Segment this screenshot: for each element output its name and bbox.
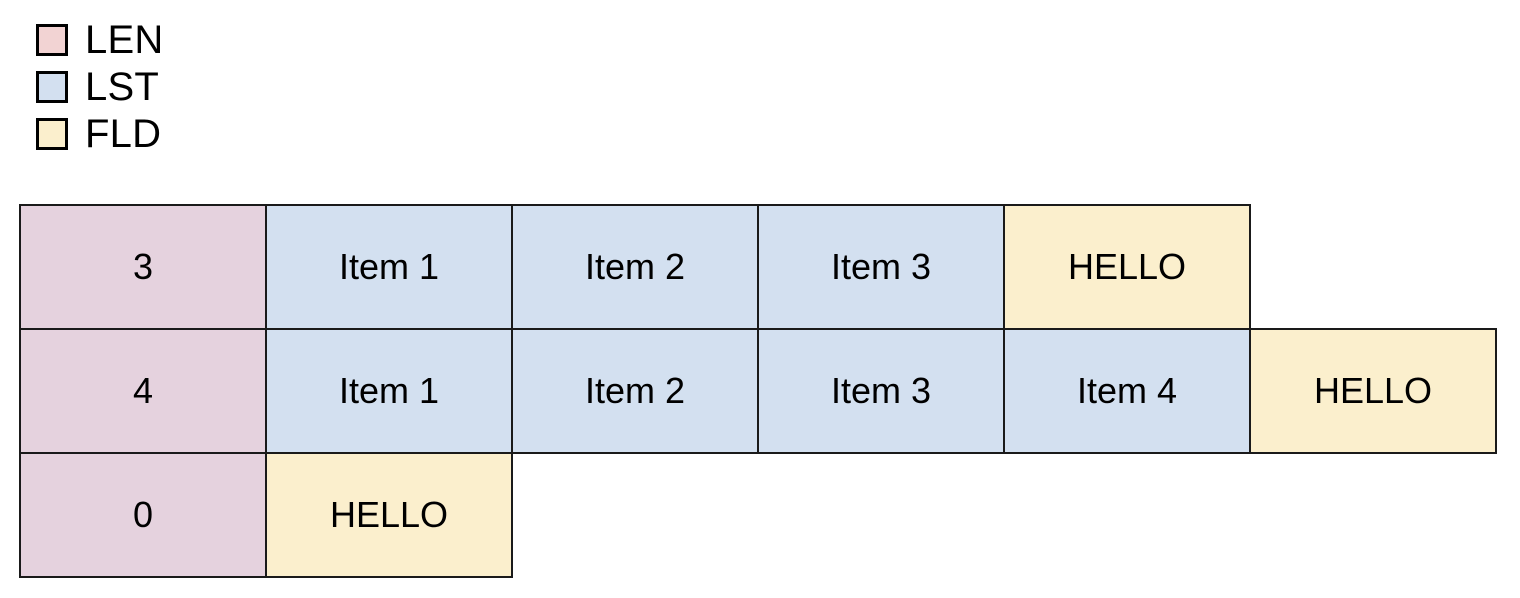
legend-item-lst: LST xyxy=(36,67,163,107)
legend: LEN LST FLD xyxy=(36,20,163,154)
legend-label-len: LEN xyxy=(85,18,164,62)
legend-swatch-lst xyxy=(36,71,68,103)
list-item-cell: Item 3 xyxy=(757,204,1005,330)
list-item-cell: Item 2 xyxy=(511,204,759,330)
list-item-cell: Item 4 xyxy=(1003,328,1251,454)
list-item-cell: Item 2 xyxy=(511,328,759,454)
field-cell: HELLO xyxy=(1003,204,1251,330)
len-cell: 4 xyxy=(19,328,267,454)
list-item-cell: Item 1 xyxy=(265,328,513,454)
field-cell: HELLO xyxy=(1249,328,1497,454)
legend-swatch-fld xyxy=(36,118,68,150)
list-item-cell: Item 1 xyxy=(265,204,513,330)
list-item-cell: Item 3 xyxy=(757,328,1005,454)
len-cell: 3 xyxy=(19,204,267,330)
legend-label-fld: FLD xyxy=(85,112,162,156)
len-cell: 0 xyxy=(19,452,267,578)
legend-swatch-len xyxy=(36,24,68,56)
field-cell: HELLO xyxy=(265,452,513,578)
legend-label-lst: LST xyxy=(85,65,159,109)
legend-item-fld: FLD xyxy=(36,114,163,154)
legend-item-len: LEN xyxy=(36,20,163,60)
